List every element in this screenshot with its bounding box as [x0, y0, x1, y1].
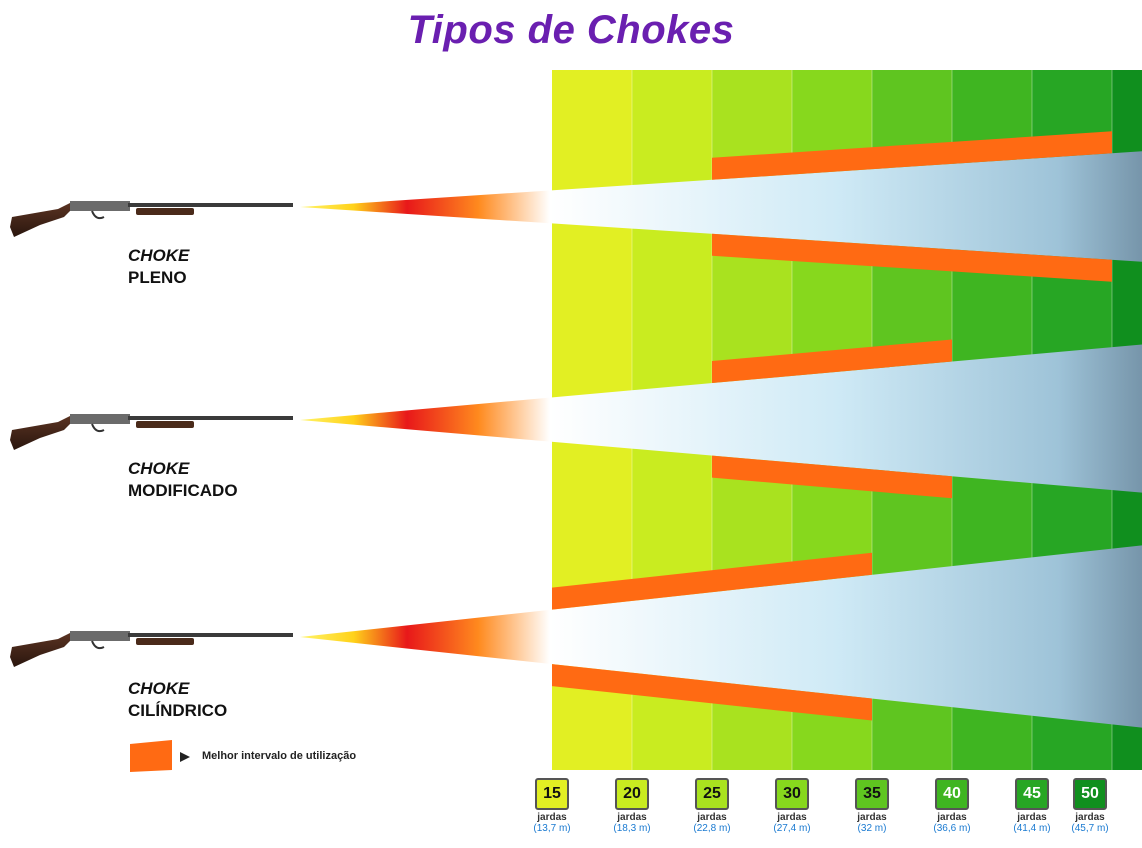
- distance-marker-50: 50 jardas(45,7 m): [1055, 778, 1125, 834]
- yards-unit: jardas: [1075, 812, 1105, 823]
- meters-label: (36,6 m): [933, 823, 971, 834]
- distance-marker-30: 30 jardas(27,4 m): [757, 778, 827, 834]
- shotgun-3-icon: [10, 631, 293, 667]
- shot-cone-2: [300, 344, 1142, 493]
- yards-unit: jardas: [697, 812, 727, 823]
- meters-label: (41,4 m): [1013, 823, 1051, 834]
- best-range-band-upper-1: [712, 131, 1112, 180]
- distance-marker-40: 40 jardas(36,6 m): [917, 778, 987, 834]
- meters-label: (32 m): [857, 823, 887, 834]
- shot-cone-1: [300, 151, 1142, 262]
- best-range-band-upper-2: [712, 339, 952, 384]
- yards-unit: jardas: [537, 812, 567, 823]
- distance-marker-45: 45 jardas(41,4 m): [997, 778, 1067, 834]
- yards-unit: jardas: [937, 812, 967, 823]
- best-range-band-upper-3: [552, 552, 872, 610]
- distance-marker-35: 35 jardas(32 m): [837, 778, 907, 834]
- best-range-band-lower-2: [712, 455, 952, 499]
- yards-unit: jardas: [777, 812, 807, 823]
- diagram-title: Tipos de Chokes: [407, 8, 735, 52]
- legend-text: Melhor intervalo de utilização: [202, 750, 357, 762]
- legend-swatch: [130, 740, 190, 772]
- choke-label-modificado: CHOKE MODIFICADO: [128, 459, 238, 500]
- meters-label: (27,4 m): [773, 823, 811, 834]
- best-range-band-lower-1: [712, 233, 1112, 282]
- meters-label: (13,7 m): [533, 823, 571, 834]
- distance-marker-15: 15 jardas(13,7 m): [517, 778, 587, 834]
- yards-badge: 40: [935, 778, 969, 810]
- shot-cone-3: [300, 545, 1142, 728]
- choke-label-pleno: CHOKE PLENO: [128, 246, 190, 287]
- yards-badge: 25: [695, 778, 729, 810]
- shotguns: [10, 201, 293, 667]
- yards-badge: 15: [535, 778, 569, 810]
- shotgun-1-icon: [10, 201, 293, 237]
- yards-unit: jardas: [617, 812, 647, 823]
- yards-badge: 20: [615, 778, 649, 810]
- best-range-band-lower-3: [552, 664, 872, 721]
- yards-badge: 45: [1015, 778, 1049, 810]
- shotgun-2-icon: [10, 414, 293, 450]
- meters-label: (22,8 m): [693, 823, 731, 834]
- yards-badge: 30: [775, 778, 809, 810]
- yards-unit: jardas: [857, 812, 887, 823]
- meters-label: (45,7 m): [1071, 823, 1109, 834]
- yards-badge: 50: [1073, 778, 1107, 810]
- shot-cones: [300, 131, 1142, 728]
- distance-marker-25: 25 jardas(22,8 m): [677, 778, 747, 834]
- yards-badge: 35: [855, 778, 889, 810]
- choke-label-cilindrico: CHOKE CILÍNDRICO: [128, 679, 228, 720]
- meters-label: (18,3 m): [613, 823, 651, 834]
- distance-marker-20: 20 jardas(18,3 m): [597, 778, 667, 834]
- yards-unit: jardas: [1017, 812, 1047, 823]
